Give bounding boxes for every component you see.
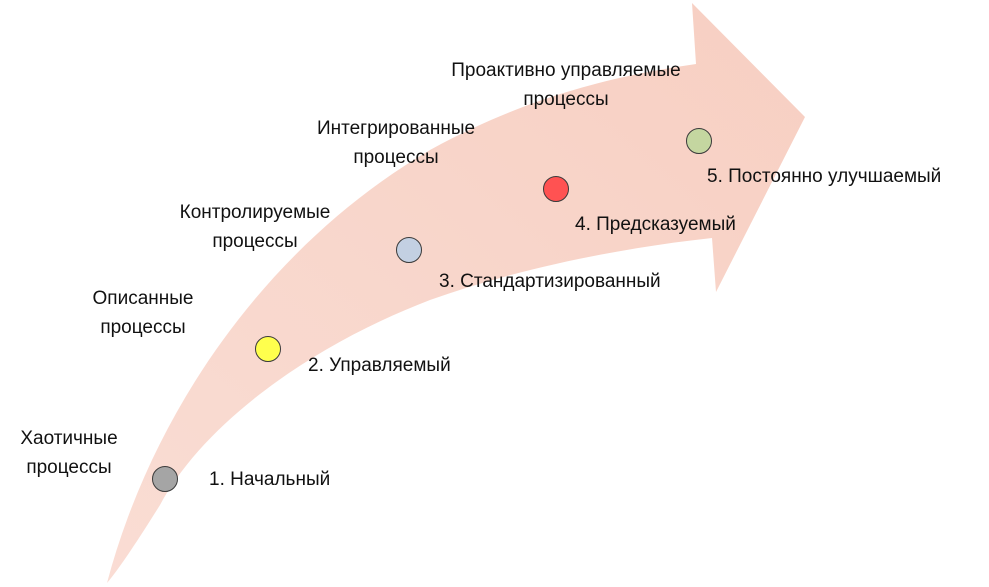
level-3-description-line2: процессы [212,231,298,252]
level-4-description-line2: процессы [353,147,439,168]
level-5-description: Проактивно управляемые процессы [426,56,706,114]
level-3-name: 3. Стандартизированный [439,271,661,292]
level-5-description-line2: процессы [523,89,609,110]
level-2-description: Описанные процессы [80,284,206,342]
level-1-description: Хаотичные процессы [6,424,132,482]
level-2-description-line1: Описанные [92,288,194,309]
level-3-description-line1: Контролируемые [179,202,331,223]
level-5-description-line1: Проактивно управляемые [451,60,681,81]
level-1-description-line2: процессы [26,457,112,478]
level-2-description-line2: процессы [100,317,186,338]
level-2-marker [255,336,281,362]
level-5-marker [686,128,712,154]
level-1-description-line1: Хаотичные [20,428,118,449]
level-4-description: Интегрированные процессы [294,114,498,172]
level-4-marker [543,176,569,202]
level-4-description-line1: Интегрированные [316,118,476,139]
arrow-shape [107,3,805,583]
level-2-name: 2. Управляемый [308,355,451,376]
level-4-name: 4. Предсказуемый [575,214,736,235]
level-1-marker [152,466,178,492]
level-1-name: 1. Начальный [209,469,331,490]
level-5-name: 5. Постоянно улучшаемый [707,166,942,187]
level-3-marker [396,237,422,263]
level-3-description: Контролируемые процессы [160,198,350,256]
